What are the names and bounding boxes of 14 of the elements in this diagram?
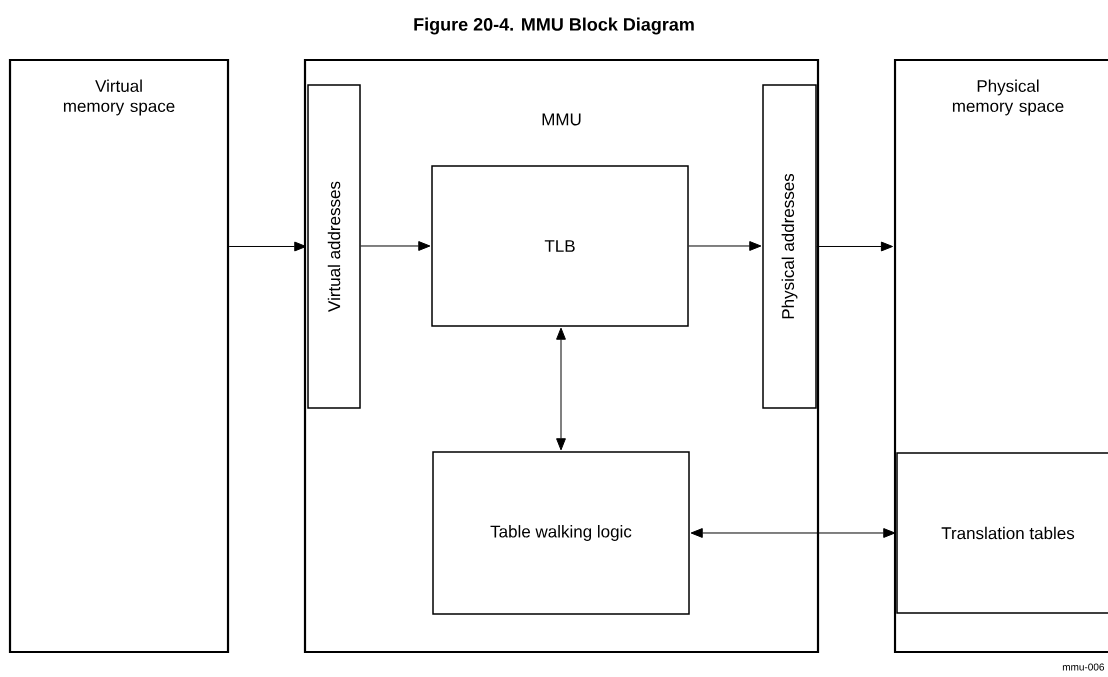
process-box: TLB <box>431 165 689 327</box>
arrow <box>690 528 896 538</box>
arrow <box>556 327 566 451</box>
arrow <box>688 241 762 251</box>
figure-id: mmu-006 <box>1062 663 1105 671</box>
arrow <box>816 241 893 252</box>
process-box: Table walking logic <box>432 451 690 615</box>
address-bar: Physical addresses <box>762 84 817 409</box>
address-bar: Virtual addresses <box>307 84 361 409</box>
table-band: Translation tables <box>896 452 1108 614</box>
memory-box: Virtual memory space <box>8 58 230 654</box>
arrow <box>228 241 307 252</box>
arrow <box>360 241 431 251</box>
figure-title: Figure 20-4. MMU Block Diagram <box>414 17 694 35</box>
